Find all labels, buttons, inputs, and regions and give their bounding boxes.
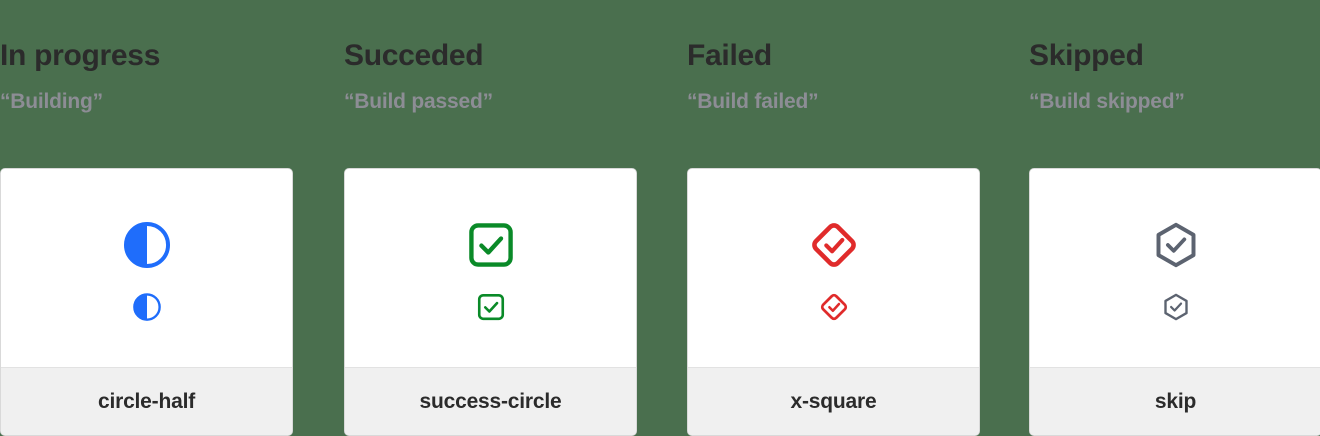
icon-card-footer: x-square [688, 367, 979, 435]
success-circle-icon [468, 223, 513, 267]
status-column-in-progress: In progress “Building” circle-half [0, 0, 342, 436]
circle-half-icon [123, 221, 170, 269]
icon-card-success-circle[interactable]: success-circle [344, 168, 637, 436]
icon-card-circle-half[interactable]: circle-half [0, 168, 293, 436]
skip-icon [1156, 222, 1195, 268]
status-heading-failed: Failed “Build failed” [684, 0, 1026, 168]
status-heading-in-progress: In progress “Building” [0, 0, 342, 168]
icon-preview-area [688, 169, 979, 367]
status-column-skipped: Skipped “Build skipped” skip [1026, 0, 1320, 436]
icon-preview-area [1030, 169, 1320, 367]
icon-preview-area [345, 169, 636, 367]
icon-name-label: circle-half [97, 389, 195, 413]
icon-name-label: success-circle [419, 389, 562, 413]
status-title: In progress [0, 39, 161, 72]
x-square-icon-small [820, 293, 847, 321]
status-heading-skipped: Skipped “Build skipped” [1026, 0, 1320, 168]
icon-name-label: x-square [790, 389, 877, 413]
success-circle-icon-small [477, 293, 504, 321]
status-heading-succeded: Succeded “Build passed” [342, 0, 684, 168]
icon-card-footer: success-circle [345, 367, 636, 435]
x-square-icon [811, 223, 856, 267]
icon-card-x-square[interactable]: x-square [687, 168, 980, 436]
circle-half-icon-small [132, 293, 161, 321]
status-quote: “Building” [0, 90, 103, 113]
status-column-failed: Failed “Build failed” x-sq [684, 0, 1026, 436]
status-title: Skipped [1029, 39, 1144, 72]
icon-card-footer: skip [1030, 367, 1320, 435]
icon-card-footer: circle-half [1, 367, 292, 435]
icon-name-label: skip [1154, 389, 1197, 413]
icon-card-skip[interactable]: skip [1029, 168, 1320, 436]
skip-icon-small [1163, 293, 1188, 321]
icon-preview-area [1, 169, 292, 367]
status-column-succeded: Succeded “Build passed” success-circle [342, 0, 684, 436]
status-title: Failed [687, 39, 772, 72]
status-quote: “Build skipped” [1029, 90, 1185, 113]
status-quote: “Build passed” [344, 90, 493, 113]
status-title: Succeded [344, 39, 484, 72]
status-quote: “Build failed” [687, 90, 819, 113]
